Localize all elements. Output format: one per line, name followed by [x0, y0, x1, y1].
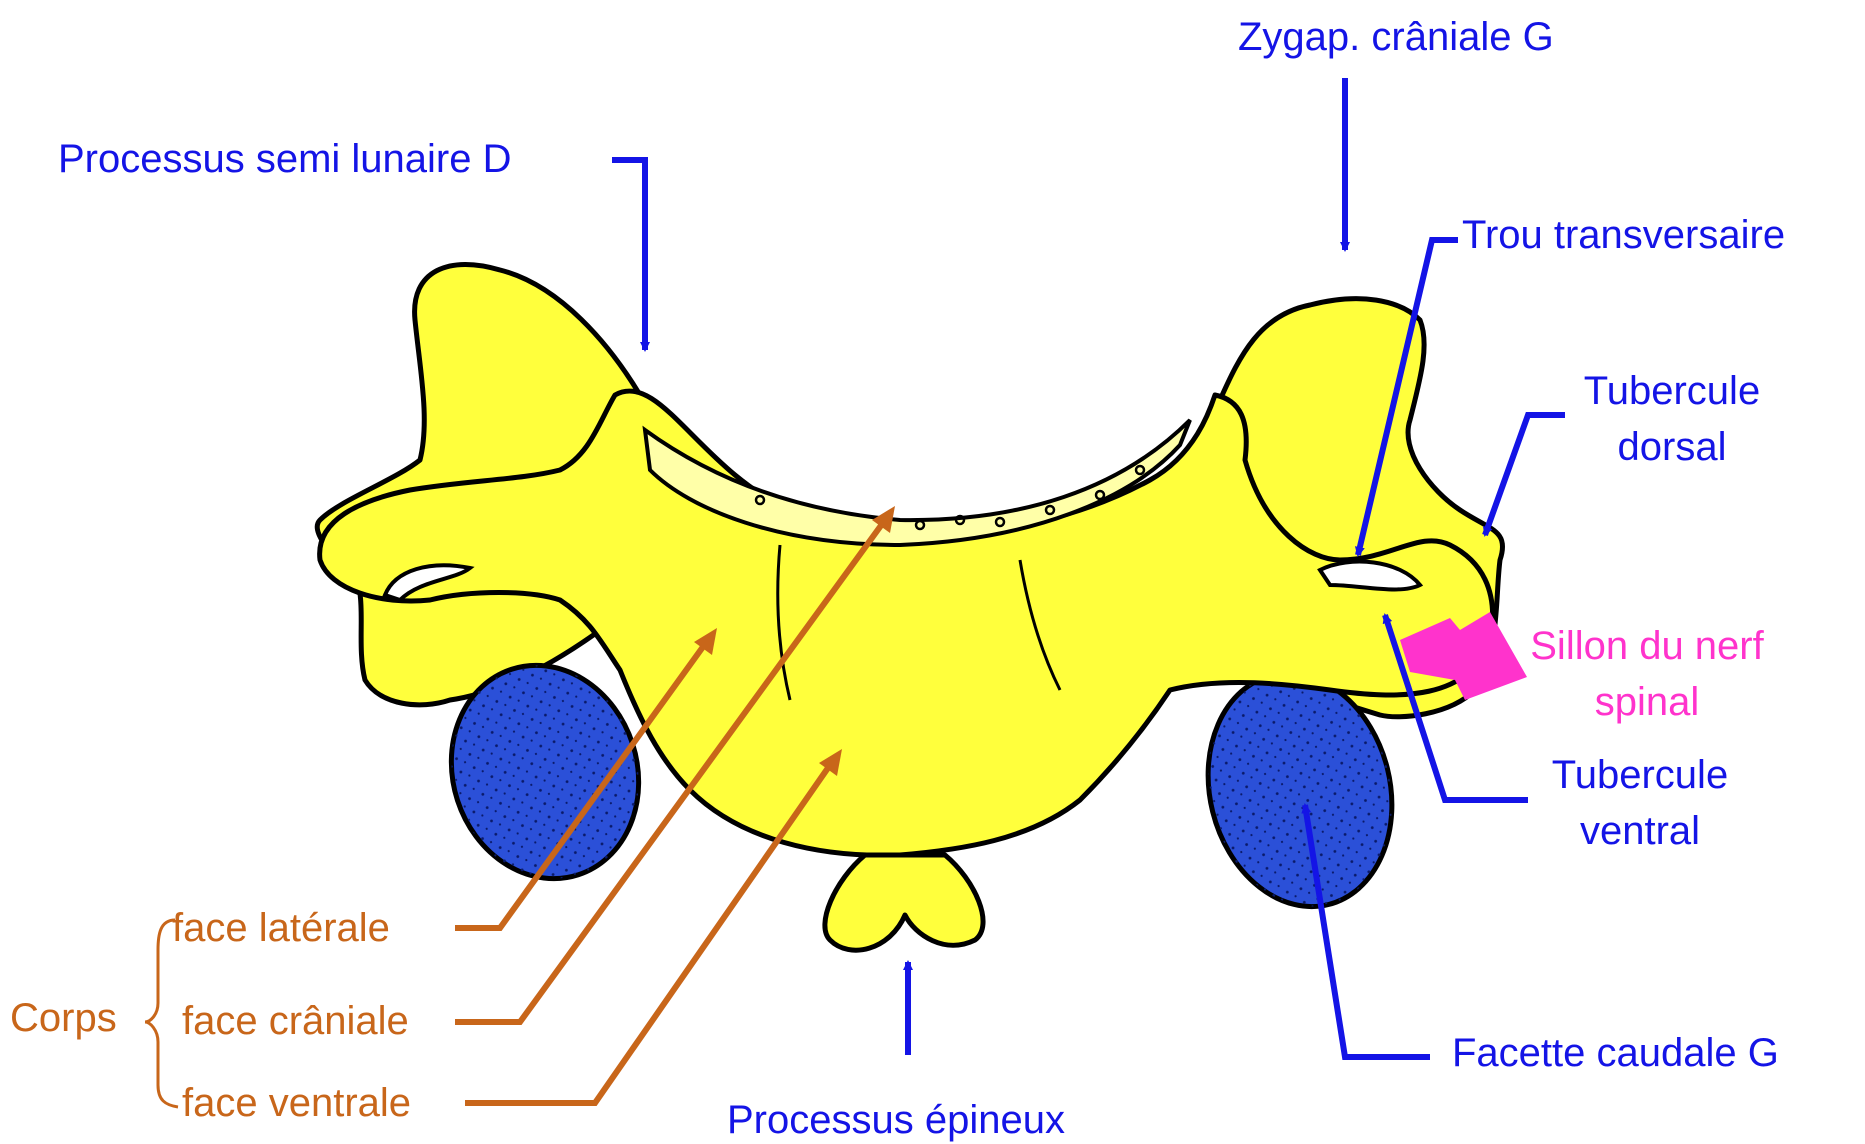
- label-face-laterale: face latérale: [172, 905, 390, 951]
- label-face-ventrale: face ventrale: [182, 1080, 411, 1126]
- label-trou-transversaire: Trou transversaire: [1462, 212, 1785, 258]
- label-tubercule-ventral-line1: Tubercule: [1530, 752, 1750, 798]
- label-zygap-craniale: Zygap. crâniale G: [1238, 14, 1554, 60]
- label-sillon-line2: spinal: [1502, 679, 1792, 725]
- label-face-craniale: face crâniale: [182, 998, 409, 1044]
- label-processus-epineux: Processus épineux: [727, 1097, 1065, 1143]
- label-tubercule-dorsal-line2: dorsal: [1562, 424, 1782, 470]
- label-sillon-line1: Sillon du nerf: [1502, 623, 1792, 669]
- spinous-process: [825, 855, 983, 950]
- label-corps: Corps: [10, 995, 117, 1041]
- label-facette-caudale: Facette caudale G: [1452, 1030, 1779, 1076]
- label-tubercule-dorsal-line1: Tubercule: [1562, 368, 1782, 414]
- label-tubercule-ventral-line2: ventral: [1530, 808, 1750, 854]
- label-processus-semi-lunaire: Processus semi lunaire D: [58, 136, 512, 182]
